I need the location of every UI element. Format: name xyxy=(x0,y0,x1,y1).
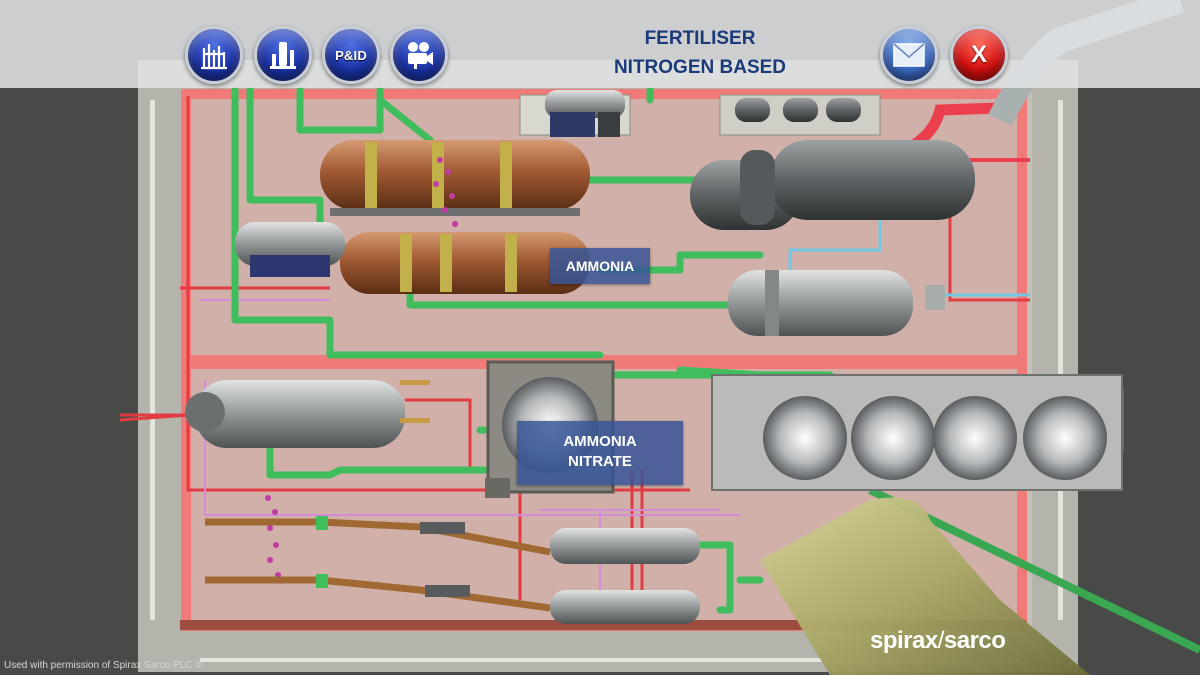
cooler-exchanger[interactable] xyxy=(728,270,945,336)
envelope-icon xyxy=(893,43,925,67)
logo-part-1: spirax xyxy=(870,627,938,654)
pid-button-label: P&ID xyxy=(335,47,367,63)
cooling-fans[interactable] xyxy=(711,374,1123,491)
synthesis-converter[interactable] xyxy=(690,140,975,230)
ammonia-nitrate-line-2: NITRATE xyxy=(568,453,632,470)
title-line-1: FERTILISER xyxy=(644,28,756,49)
spirax-sarco-logo: spirax/sarco xyxy=(870,627,1006,654)
video-camera-icon xyxy=(408,42,433,69)
tower-icon xyxy=(270,42,296,69)
road-markings xyxy=(150,100,1063,662)
video-button[interactable] xyxy=(390,26,448,84)
email-button[interactable] xyxy=(880,26,938,84)
close-icon: X xyxy=(970,41,987,68)
ammonia-label[interactable]: AMMONIA xyxy=(550,248,650,284)
logo-part-2: sarco xyxy=(943,627,1006,654)
plant-icon xyxy=(201,44,227,70)
conveyor-drives xyxy=(316,516,470,597)
ammonia-reactor-lower[interactable] xyxy=(340,232,590,294)
credit-text: Used with permission of Spirax Sarco PLC… xyxy=(4,660,203,671)
ammonia-nitrate-label[interactable]: AMMONIA NITRATE xyxy=(517,421,683,485)
plant-overview-button[interactable] xyxy=(185,26,243,84)
process-tower-button[interactable] xyxy=(254,26,312,84)
ammonia-reactor-upper[interactable] xyxy=(320,140,590,216)
conveyors xyxy=(205,518,551,612)
ammonia-label-text: AMMONIA xyxy=(565,258,635,274)
exhaust-duct xyxy=(760,497,1090,675)
ammonia-nitrate-line-1: AMMONIA xyxy=(563,433,637,450)
feed-heater[interactable] xyxy=(235,222,345,277)
page-title: FERTILISER NITROGEN BASED xyxy=(560,24,840,82)
pid-button[interactable]: P&ID xyxy=(322,26,380,84)
storage-drums[interactable] xyxy=(550,528,700,624)
close-button[interactable]: X xyxy=(950,26,1008,84)
nitrate-reactor[interactable] xyxy=(185,380,430,448)
title-line-2: NITROGEN BASED xyxy=(613,57,787,78)
top-vessels xyxy=(519,90,881,137)
zone-edge xyxy=(180,620,1026,630)
catalyst-particles xyxy=(265,157,458,578)
